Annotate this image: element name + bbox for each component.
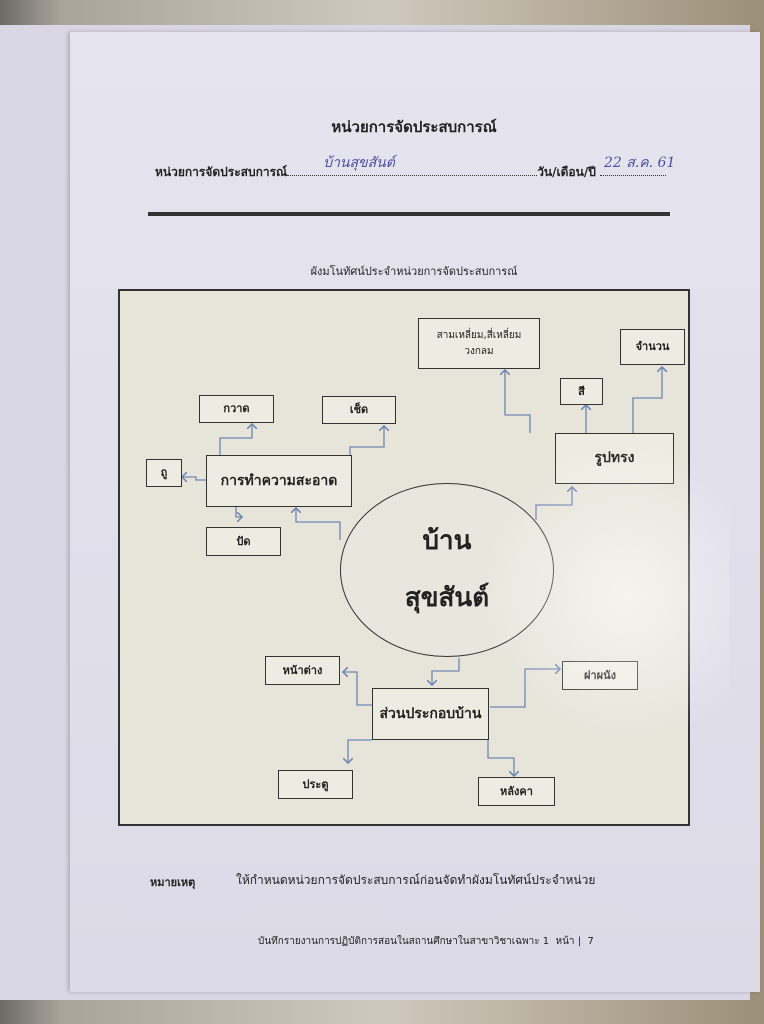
link-parts-window (343, 672, 372, 706)
center-node: บ้าน สุขสันต์ (340, 483, 554, 657)
link-center-parts (432, 658, 460, 685)
link-cleaning-sweep (219, 424, 252, 455)
node-dust: ปัด (206, 527, 281, 556)
page-footer: บันทึกรายงานการปฏิบัติการสอนในสถานศึกษาใ… (258, 934, 594, 949)
unit-label: หน่วยการจัดประสบการณ์ (155, 165, 288, 179)
node-mop: ถู (146, 459, 182, 487)
node-sweep: กวาด (199, 395, 274, 423)
footer-text: บันทึกรายงานการปฏิบัติการสอนในสถานศึกษาใ… (258, 936, 550, 947)
page-label: หน้า | (555, 936, 582, 947)
node-window: หน้าต่าง (265, 656, 340, 685)
note-text: ให้กำหนดหน่วยการจัดประสบการณ์ก่อนจัดทำผั… (236, 873, 596, 887)
node-shape: รูปทรง (555, 433, 674, 484)
page-number: 7 (587, 936, 594, 947)
unit-field: หน่วยการจัดประสบการณ์ บ้านสุขสันต์วัน/เดื… (155, 155, 675, 182)
link-cleaning-wipe (349, 426, 384, 455)
link-parts-roof (487, 740, 514, 776)
unit-value-handwritten: บ้านสุขสันต์ (323, 155, 395, 171)
date-value-handwritten: 22 ส.ค. 61 (604, 155, 676, 171)
node-door: ประตู (278, 770, 353, 799)
link-center-shape (535, 487, 572, 520)
page-title: หน่วยการจัดประสบการณ์ (331, 118, 497, 136)
link-parts-wall (490, 669, 560, 708)
note-label: หมายเหตุ (150, 876, 196, 889)
node-house-parts: ส่วนประกอบบ้าน (372, 688, 489, 740)
node-shapes: สามเหลี่ยม,สี่เหลี่ยม วงกลม (418, 318, 540, 369)
node-wall: ฝาผนัง (562, 661, 638, 690)
link-shape-shapes (505, 370, 531, 433)
diagram-title: ผังมโนทัศน์ประจำหน่วยการจัดประสบการณ์ (310, 265, 518, 278)
node-cleaning: การทำความสะอาด (206, 455, 352, 507)
node-wipe: เช็ด (322, 396, 396, 424)
divider-rule (148, 212, 670, 216)
node-color: สี (560, 378, 603, 405)
link-parts-door (348, 739, 372, 763)
node-count: จำนวน (620, 329, 685, 365)
link-cleaning-dust (235, 507, 242, 517)
link-cleaning-mop (182, 477, 206, 480)
date-label: วัน/เดือน/ปี (537, 165, 596, 179)
link-shape-count (632, 367, 662, 433)
node-roof: หลังคา (478, 777, 555, 806)
link-center-cleaning (296, 508, 341, 540)
